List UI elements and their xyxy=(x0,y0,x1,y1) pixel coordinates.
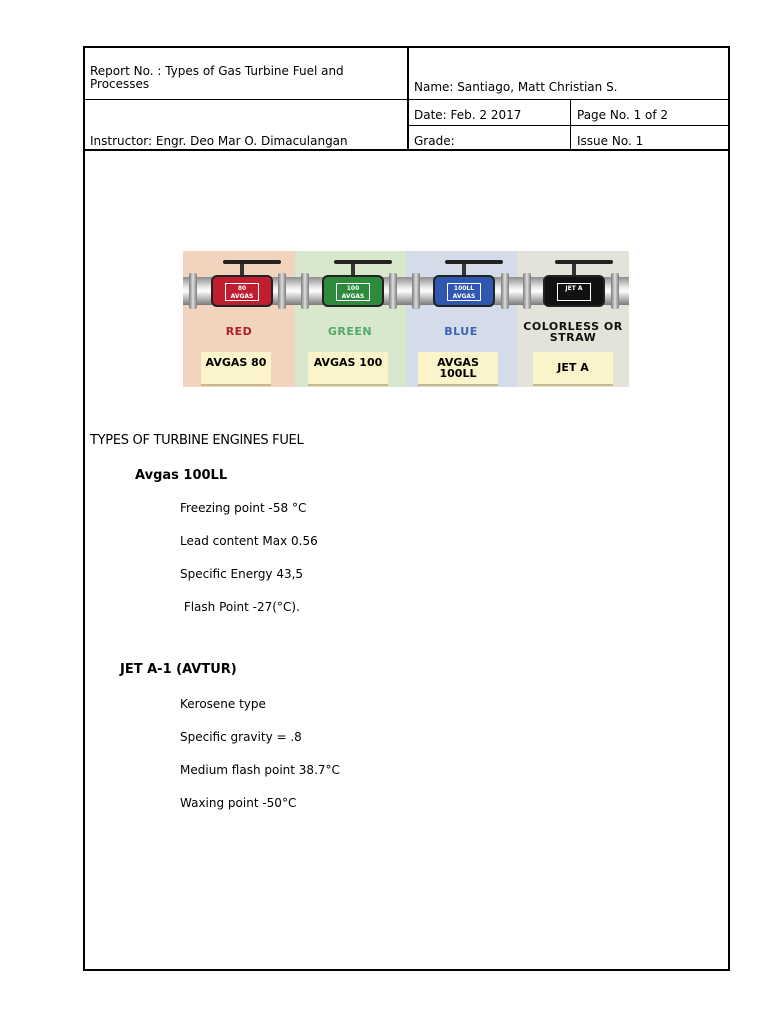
pipe-flange xyxy=(189,273,197,309)
valve-80-avgas: 80 AVGAS xyxy=(211,275,273,307)
fuel-property: Waxing point -50°C xyxy=(180,796,297,810)
pipe-flange xyxy=(611,273,619,309)
valve-stem xyxy=(240,263,244,275)
grade-cell: Grade: xyxy=(409,135,569,148)
pipe-flange xyxy=(412,273,420,309)
fuel-color-green: GREEN xyxy=(327,325,373,338)
fuel-property: Freezing point -58 °C xyxy=(180,501,307,515)
valve-stem xyxy=(351,263,355,275)
header-bottom-rule xyxy=(85,149,728,151)
report-no: Report No. : Types of Gas Turbine Fuel a… xyxy=(90,64,344,91)
report-date: Date: Feb. 2 2017 xyxy=(414,108,522,122)
instructor-name: Instructor: Engr. Deo Mar O. Dimaculanga… xyxy=(90,134,348,148)
pipe-flange xyxy=(278,273,286,309)
fuel-heading-avgas-100ll: Avgas 100LL xyxy=(135,468,228,483)
report-header: Report No. : Types of Gas Turbine Fuel a… xyxy=(85,48,728,151)
student-name: Name: Santiago, Matt Christian S. xyxy=(414,80,618,94)
section-title: TYPES OF TURBINE ENGINES FUEL xyxy=(90,433,304,448)
header-divider-right-2 xyxy=(408,125,728,126)
fuel-color-red: RED xyxy=(225,325,253,338)
fuel-plate-avgas-100ll: AVGAS 100LL xyxy=(418,352,498,386)
pipe-flange xyxy=(523,273,531,309)
fuel-heading-jet-a1: JET A-1 (AVTUR) xyxy=(120,662,237,677)
valve-jet-a: JET A xyxy=(543,275,605,307)
date-cell: Date: Feb. 2 2017 xyxy=(409,109,569,122)
fuel-property: Flash Point -27(°C). xyxy=(180,600,300,614)
valve-stem xyxy=(462,263,466,275)
valve-stem xyxy=(572,263,576,275)
report-page: Report No. : Types of Gas Turbine Fuel a… xyxy=(83,46,730,971)
pipe-flange xyxy=(301,273,309,309)
fuel-plate-avgas-80: AVGAS 80 xyxy=(201,352,271,386)
pipe-flange xyxy=(501,273,509,309)
page-number: Page No. 1 of 2 xyxy=(577,108,669,122)
page-no-cell: Page No. 1 of 2 xyxy=(572,109,722,122)
valve-handle xyxy=(555,260,613,264)
grade-label: Grade: xyxy=(414,134,455,148)
valve-tag-100ll-avgas: 100LL AVGAS xyxy=(447,283,481,301)
valve-tag-80-avgas: 80 AVGAS xyxy=(225,283,259,301)
fuel-color-blue: BLUE xyxy=(444,325,478,338)
valve-handle xyxy=(223,260,281,264)
fuel-color-chart: 80 AVGAS 100 AVGAS 100LL AVGAS JET A RED… xyxy=(183,251,629,387)
valve-tag-jet-a: JET A xyxy=(557,283,591,301)
issue-number: Issue No. 1 xyxy=(577,134,644,148)
name-cell: Name: Santiago, Matt Christian S. xyxy=(409,81,709,94)
valve-handle xyxy=(334,260,392,264)
fuel-property: Specific gravity = .8 xyxy=(180,730,302,744)
pipe-flange xyxy=(389,273,397,309)
fuel-property: Kerosene type xyxy=(180,697,266,711)
fuel-property: Lead content Max 0.56 xyxy=(180,534,318,548)
fuel-plate-jet-a: JET A xyxy=(533,352,613,386)
header-divider-left xyxy=(85,99,407,100)
valve-100-avgas: 100 AVGAS xyxy=(322,275,384,307)
header-divider-right-1 xyxy=(408,99,728,100)
valve-100ll-avgas: 100LL AVGAS xyxy=(433,275,495,307)
instructor-cell: Instructor: Engr. Deo Mar O. Dimaculanga… xyxy=(85,135,405,148)
issue-no-cell: Issue No. 1 xyxy=(572,135,722,148)
fuel-color-colorless: COLORLESS OR STRAW xyxy=(523,320,623,344)
report-no-cell: Report No. : Types of Gas Turbine Fuel a… xyxy=(85,65,405,91)
fuel-property: Medium flash point 38.7°C xyxy=(180,763,340,777)
fuel-property: Specific Energy 43,5 xyxy=(180,567,304,581)
valve-tag-100-avgas: 100 AVGAS xyxy=(336,283,370,301)
fuel-plate-avgas-100: AVGAS 100 xyxy=(308,352,388,386)
valve-handle xyxy=(445,260,503,264)
